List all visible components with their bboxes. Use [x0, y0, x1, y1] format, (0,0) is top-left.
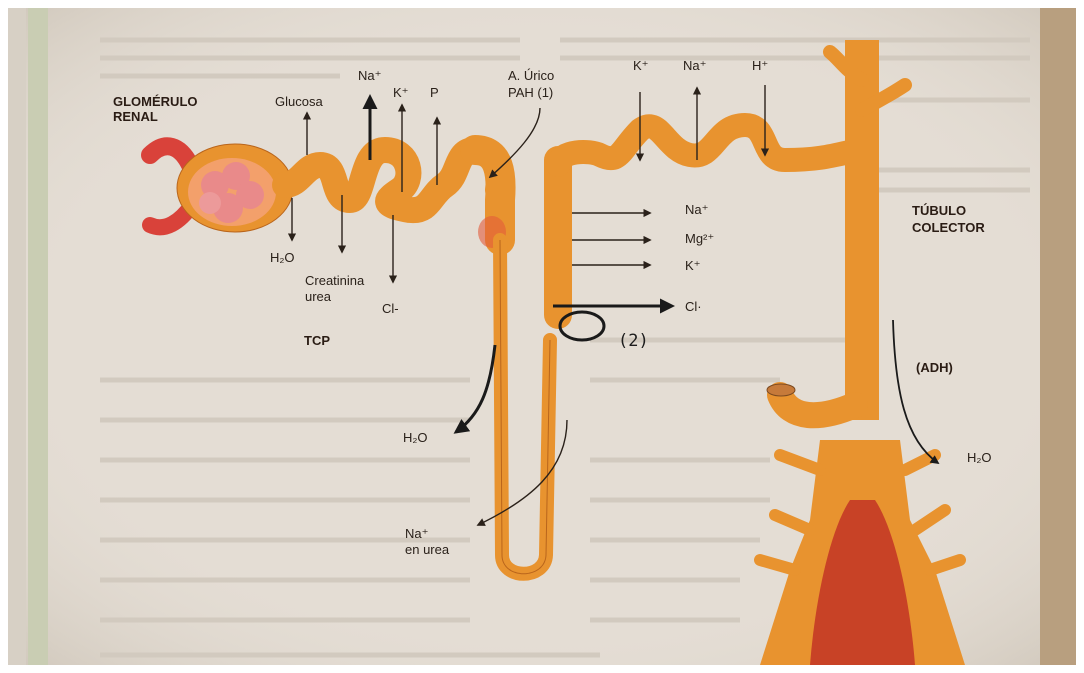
page-edge: [1040, 8, 1076, 665]
adh-label: (ADH): [916, 360, 953, 375]
tubulo-label: TÚBULO: [912, 203, 966, 218]
pah-label: PAH (1): [508, 85, 553, 100]
urea-label: urea: [305, 289, 332, 304]
tcp-label: TCP: [304, 333, 330, 348]
h2o-label-left: H₂O: [270, 250, 295, 265]
mg-label-ascending: Mg²⁺: [685, 231, 714, 246]
k-label-proximal: K⁺: [393, 85, 409, 100]
h2o-label-right: H₂O: [967, 450, 992, 465]
glucosa-label: Glucosa: [275, 94, 323, 109]
h2o-label-loop: H₂O: [403, 430, 428, 445]
na-label-proximal: Na⁺: [358, 68, 381, 83]
renal-label: RENAL: [113, 109, 158, 124]
k-label-distal: K⁺: [633, 58, 649, 73]
glomerulo-label: GLOMÉRULO: [113, 94, 198, 109]
binding-strip: [28, 8, 48, 665]
p-label: P: [430, 85, 439, 100]
na-label-distal: Na⁺: [683, 58, 706, 73]
colector-label: COLECTOR: [912, 220, 985, 235]
en-urea-label: en urea: [405, 542, 450, 557]
h-label-distal: H⁺: [752, 58, 768, 73]
creatinina-label: Creatinina: [305, 273, 365, 288]
na-label-ascending: Na⁺: [685, 202, 708, 217]
acido-urico-label: A. Úrico: [508, 68, 554, 83]
number-2-label: (2): [618, 331, 649, 351]
k-label-ascending: K⁺: [685, 258, 701, 273]
cl-label-ascending: Cl·: [685, 299, 702, 314]
na-label-urea: Na⁺: [405, 526, 428, 541]
cl-label-left: Cl-: [382, 301, 399, 316]
